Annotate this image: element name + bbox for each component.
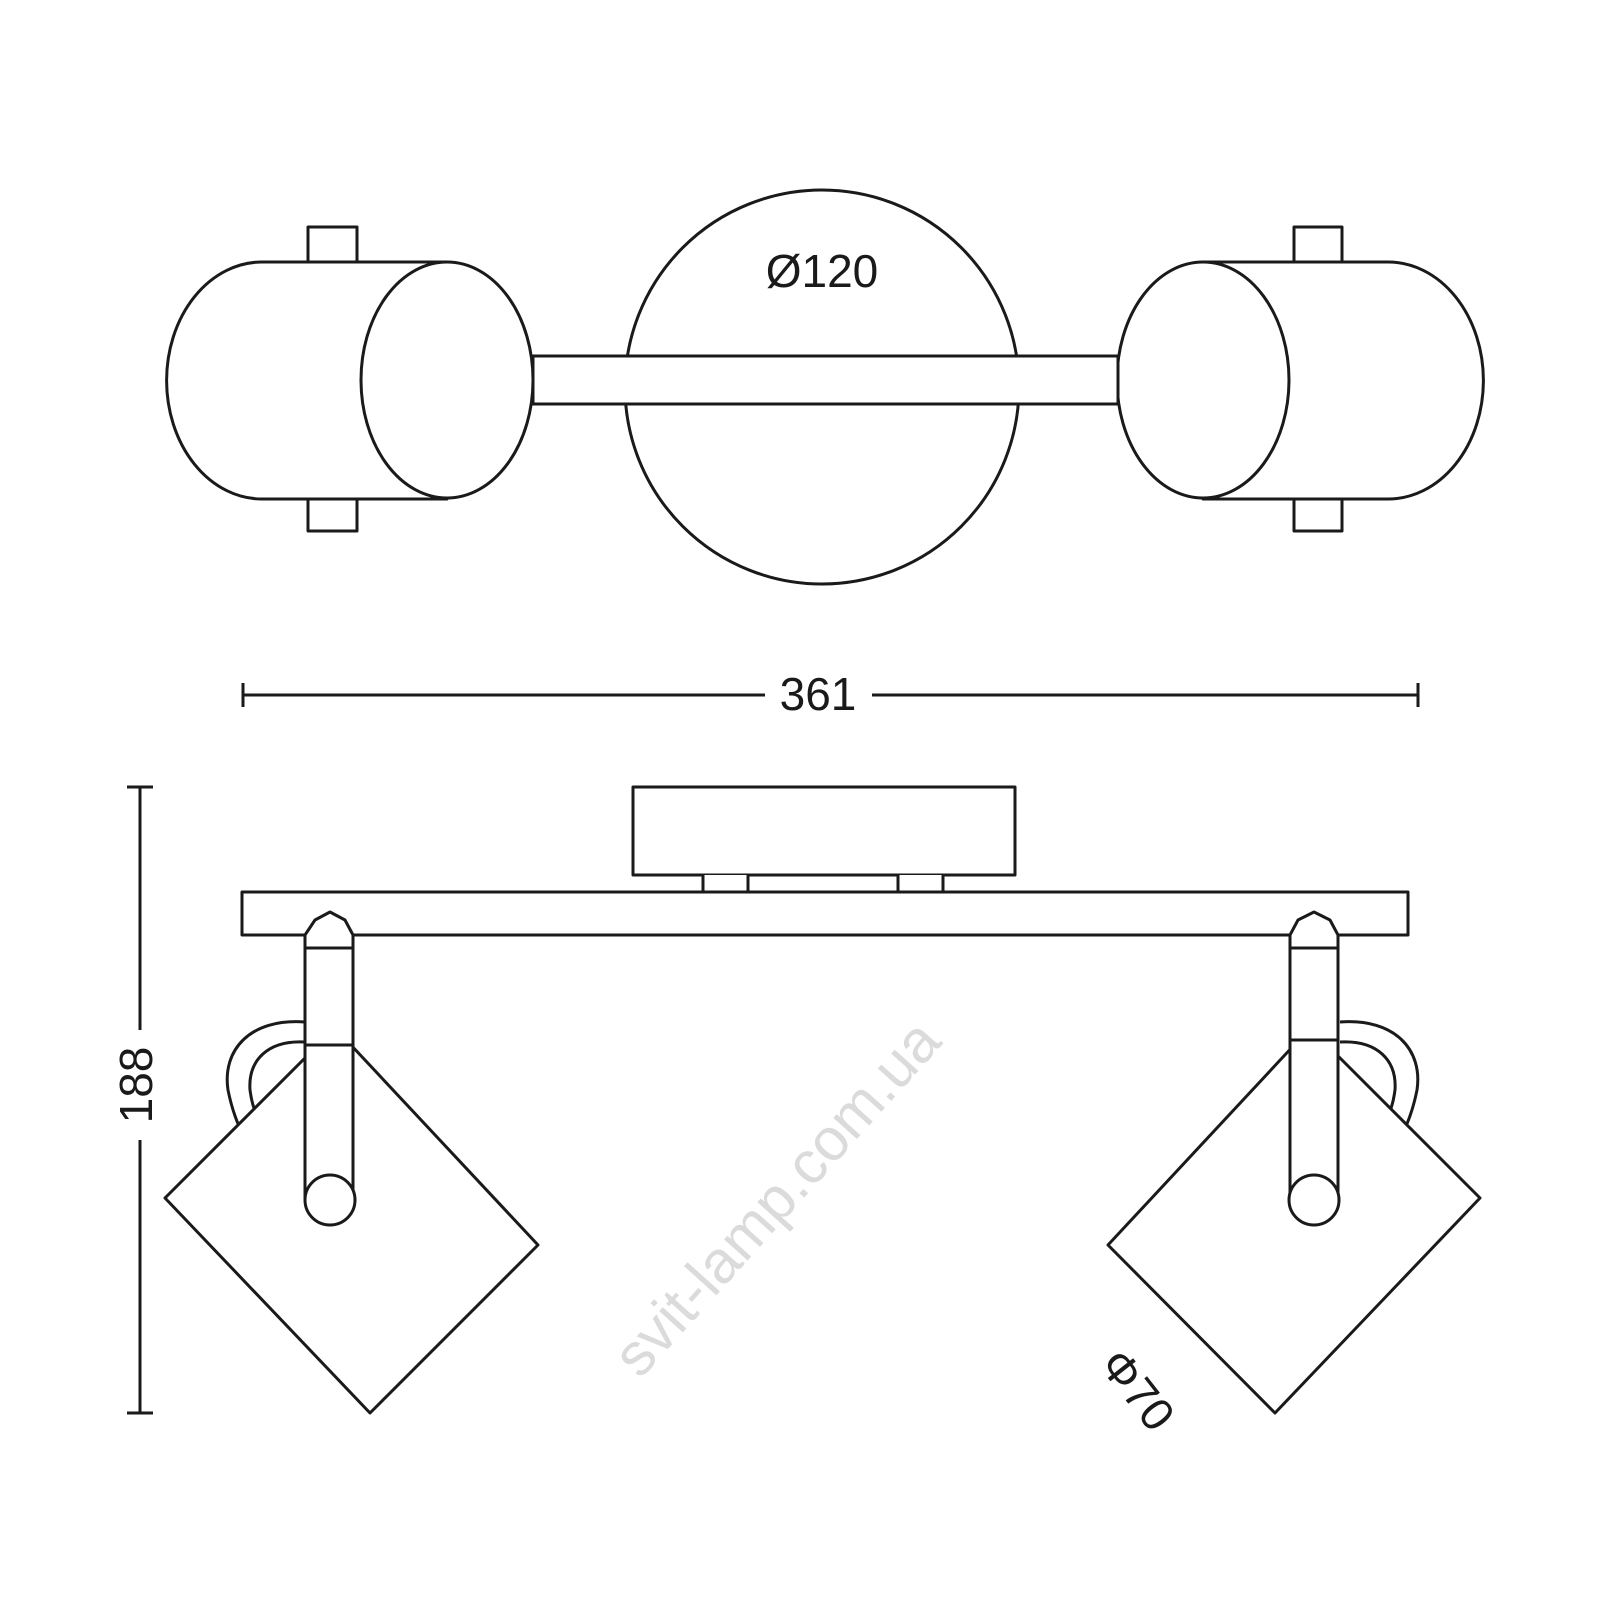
left-hook — [225, 1020, 306, 1133]
height-dimension: 188 — [110, 785, 162, 1415]
side-view: Φ70 — [163, 785, 1482, 1440]
right-bracket-tab-top — [1292, 225, 1344, 265]
top-view: Ø120 — [165, 188, 1485, 586]
right-pivot — [1287, 1173, 1341, 1227]
spot-diameter-label: Φ70 — [1090, 1339, 1185, 1440]
right-spot-head — [1106, 1026, 1482, 1415]
left-spot-face — [359, 260, 535, 500]
watermark: svit-lamp.com.ua — [600, 1006, 954, 1388]
right-spot-face — [1115, 260, 1291, 500]
height-label: 188 — [110, 1047, 162, 1124]
left-bracket-tab-top — [306, 225, 359, 265]
width-label: 361 — [780, 668, 857, 720]
left-arm — [303, 910, 355, 1220]
width-dimension: 361 — [241, 668, 1420, 720]
right-bracket-tab-bottom — [1292, 496, 1344, 533]
left-pivot — [303, 1173, 357, 1227]
canopy-side — [631, 785, 1017, 877]
left-bracket-tab-bottom — [306, 496, 359, 533]
right-arm — [1288, 910, 1340, 1220]
canopy-diameter-label: Ø120 — [766, 245, 879, 297]
left-spot-head — [163, 1026, 540, 1415]
mounting-bar-top — [531, 354, 1120, 406]
mounting-bar-side — [240, 890, 1410, 937]
right-hook — [1339, 1020, 1420, 1133]
